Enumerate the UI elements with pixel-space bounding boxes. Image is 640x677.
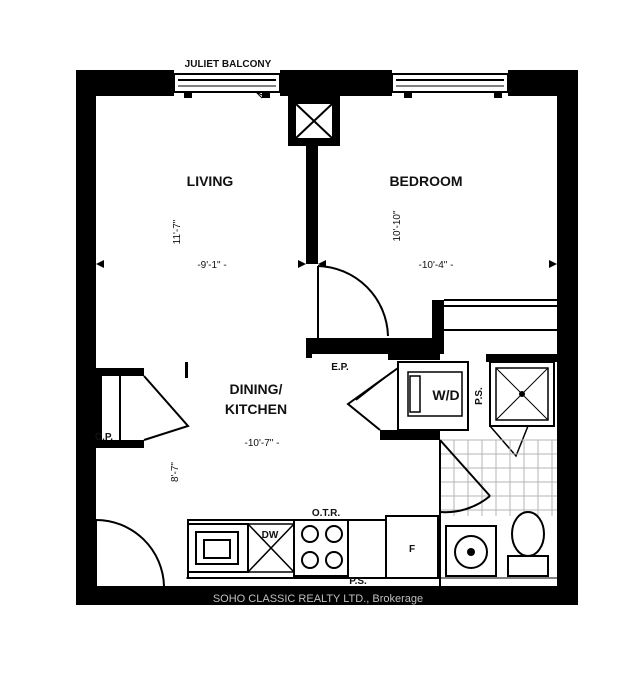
toilet <box>507 511 549 577</box>
shower <box>489 361 555 458</box>
exterior-walls <box>76 70 578 605</box>
dining-kitchen-label-line2: KITCHEN <box>225 401 287 417</box>
pipe-space-label: P.S. <box>349 576 367 587</box>
otr-label: O.T.R. <box>312 508 341 519</box>
bedroom-window <box>391 73 509 98</box>
bathroom-sink <box>445 525 497 577</box>
bathroom-door <box>439 439 491 514</box>
brokerage-watermark: SOHO CLASSIC REALTY LTD., Brokerage <box>213 593 423 605</box>
dining-width-dim: -10'-7" - <box>245 438 280 449</box>
bathroom-tile <box>440 439 557 516</box>
coat-closet-label: C.P. <box>95 432 113 443</box>
dimension-arrows <box>96 260 557 378</box>
washer-dryer <box>346 361 469 431</box>
electrical-panel-label: E.P. <box>331 362 349 373</box>
kitchen-sink <box>195 531 239 565</box>
bedroom-width-dim: -10'-4" - <box>419 260 454 271</box>
living-label: LIVING <box>187 173 234 189</box>
washer-dryer-label: W/D <box>432 387 459 403</box>
dining-height-dim: 8'-7" <box>170 462 181 482</box>
bedroom-door <box>317 265 389 338</box>
dishwasher-label: DW <box>262 530 279 541</box>
refrigerator <box>385 515 439 579</box>
bedroom-closet <box>444 299 557 331</box>
mechanical-shaft <box>288 96 340 146</box>
juliet-balcony-window <box>173 73 281 99</box>
juliet-balcony-label: JULIET BALCONY <box>185 59 272 70</box>
living-height-dim: 11'-7" <box>172 219 183 244</box>
bedroom-label: BEDROOM <box>389 173 462 189</box>
entry-door <box>95 519 165 587</box>
coat-closet-door <box>119 375 190 441</box>
interior-walls <box>96 146 558 448</box>
living-width-dim: -9'-1" - <box>197 260 226 271</box>
bedroom-height-dim: 10'-10" <box>392 210 403 241</box>
dining-kitchen-label-line1: DINING/ <box>230 381 283 397</box>
range-cooktop <box>293 519 349 577</box>
bath-pipe-space-label: P.S. <box>474 387 485 405</box>
fridge-label: F <box>409 544 415 555</box>
